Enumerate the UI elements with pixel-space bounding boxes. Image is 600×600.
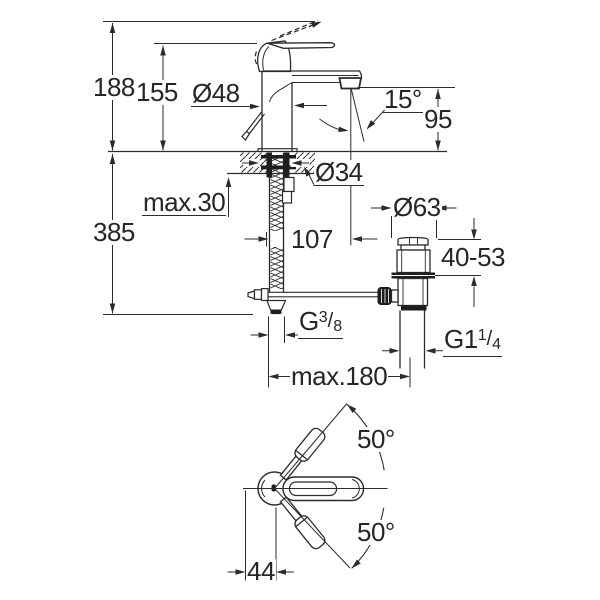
thread-prefix: G xyxy=(299,306,319,336)
dim-swivel-lower: 50° xyxy=(356,517,396,547)
dim-deck-thickness-max: max.30 xyxy=(142,187,227,217)
waste-tailpiece xyxy=(399,310,426,369)
thread-numerator: 3 xyxy=(318,309,328,326)
front-view-faucet xyxy=(241,19,365,246)
dim-spout-angle: 15° xyxy=(383,84,423,114)
supply-fitting xyxy=(247,288,378,315)
thread-denominator: 8 xyxy=(333,318,343,335)
dim-spout-height: 95 xyxy=(423,104,453,134)
aerator xyxy=(338,77,363,90)
dim-body-diameter: Ø48 xyxy=(191,78,241,108)
dim-hole-diameter: Ø34 xyxy=(314,157,364,187)
dim-spout-reach: 107 xyxy=(290,224,334,254)
dim-waste-thread: G11/4 xyxy=(443,324,503,357)
dim-swivel-upper: 50° xyxy=(356,424,396,454)
dim-supply-thread: G3/8 xyxy=(298,306,344,339)
dim-waste-adjust-range: 40-53 xyxy=(440,242,506,272)
lever-raised-dashed xyxy=(254,19,318,66)
dim-body-height: 155 xyxy=(135,77,179,107)
fixing-bracket xyxy=(281,176,295,204)
thread-prefix: G1 xyxy=(444,324,478,354)
mounting-shank xyxy=(261,152,296,293)
thread-numerator: 1 xyxy=(477,327,487,344)
dim-overall-depth: 385 xyxy=(92,217,136,247)
thread-slash: / xyxy=(486,328,493,350)
handle-position-lower xyxy=(279,496,326,550)
dim-overall-height: 188 xyxy=(92,72,136,102)
thread-slash: / xyxy=(327,310,334,332)
dim-handle-offset: 44 xyxy=(246,556,276,586)
stream-15deg-line xyxy=(350,87,365,142)
dim-waste-flange-diameter: Ø63 xyxy=(392,192,442,222)
pop-up-waste-valve xyxy=(377,236,435,369)
dimension-lines xyxy=(103,21,481,581)
handle-position-upper xyxy=(279,427,326,481)
thread-denominator: 4 xyxy=(492,336,502,353)
waste-pull-knob xyxy=(377,287,392,305)
pop-up-rod xyxy=(241,111,265,141)
dim-supply-length-max: max.180 xyxy=(290,361,389,391)
top-view-handle xyxy=(243,403,388,569)
